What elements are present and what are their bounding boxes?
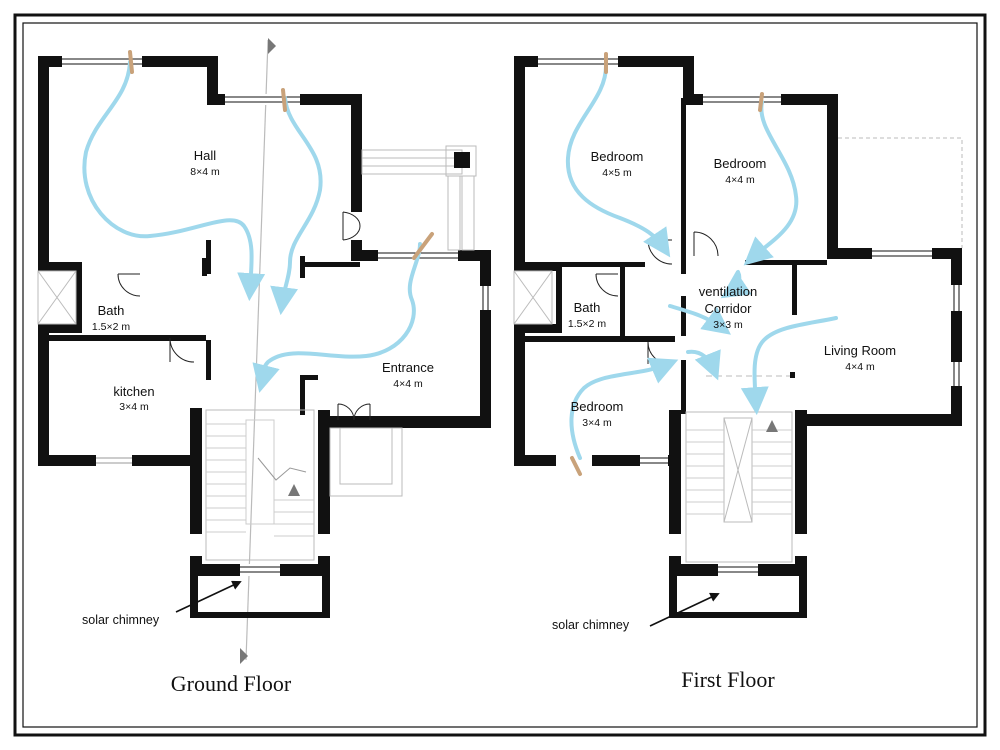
room-label-bedroom-c: Bedroom — [571, 399, 624, 414]
room-label-entrance: Entrance — [382, 360, 434, 375]
room-dim-living: 4×4 m — [845, 361, 875, 373]
stair-break-line — [257, 457, 307, 481]
room-dim-kitchen: 3×4 m — [119, 401, 149, 413]
first-inlets — [570, 52, 764, 476]
room-label-bedroom-a: Bedroom — [591, 149, 644, 164]
ground-exterior-light — [37, 145, 477, 561]
solar-chimney-pointer — [649, 592, 720, 627]
room-label-bedroom-b: Bedroom — [714, 156, 767, 171]
first-stairs — [686, 429, 792, 515]
airflow-arrow — [743, 100, 799, 266]
room-dim-bath-first: 1.5×2 m — [568, 318, 606, 330]
solar-chimney-label: solar chimney — [552, 618, 630, 632]
room-dim-bedroom-b: 4×4 m — [725, 174, 755, 186]
ground-inlets — [128, 50, 434, 260]
room-dim-entrance: 4×4 m — [393, 378, 423, 390]
room-label-bath: Bath — [98, 303, 125, 318]
airflow-arrow — [82, 60, 266, 302]
section-marker-bottom — [240, 648, 248, 664]
room-label-hall: Hall — [194, 148, 217, 163]
room-label-kitchen: kitchen — [113, 384, 154, 399]
floor-title-first: First Floor — [681, 667, 775, 692]
room-dim-hall: 8×4 m — [190, 166, 220, 178]
room-dim-corridor: 3×3 m — [713, 319, 743, 331]
first-floor-plan: Bedroom 4×5 m Bedroom 4×4 m Bath 1.5×2 m… — [513, 52, 963, 692]
airflow-arrow — [252, 242, 422, 393]
room-label-bath-first: Bath — [574, 300, 601, 315]
room-label-living: Living Room — [824, 343, 896, 358]
corridor-note: ventilation — [699, 284, 758, 299]
vent-cap — [454, 152, 470, 168]
first-airflow — [565, 64, 838, 460]
ground-doors — [117, 211, 371, 421]
airflow-arrow — [686, 349, 721, 381]
outer-frame — [13, 13, 987, 737]
room-dim-bedroom-c: 3×4 m — [582, 417, 612, 429]
stair-up-arrow — [766, 420, 778, 432]
solar-chimney-pointer — [175, 580, 242, 613]
first-windows — [538, 56, 962, 576]
section-line — [245, 39, 269, 661]
room-dim-bedroom-a: 4×5 m — [602, 167, 632, 179]
airflow-arrow — [720, 270, 752, 299]
airflow-arrow — [569, 357, 679, 460]
section-marker-top — [268, 38, 276, 54]
ground-windows — [62, 56, 491, 576]
first-walls — [514, 56, 962, 618]
inner-frame — [22, 22, 978, 728]
room-dim-bath: 1.5×2 m — [92, 321, 130, 333]
floor-title-ground: Ground Floor — [171, 671, 292, 696]
ground-airflow — [82, 60, 422, 393]
airflow-arrow — [740, 316, 838, 416]
airflow-arrow — [270, 96, 323, 316]
stair-up-arrow — [288, 484, 300, 496]
room-label-corridor: Corridor — [705, 301, 753, 316]
airflow-arrow — [668, 304, 731, 335]
ground-floor-plan: Hall 8×4 m Bath 1.5×2 m kitchen 3×4 m En… — [37, 38, 491, 696]
ground-stairs — [206, 419, 314, 537]
solar-chimney-label: solar chimney — [82, 613, 160, 627]
airflow-arrow — [565, 64, 671, 258]
